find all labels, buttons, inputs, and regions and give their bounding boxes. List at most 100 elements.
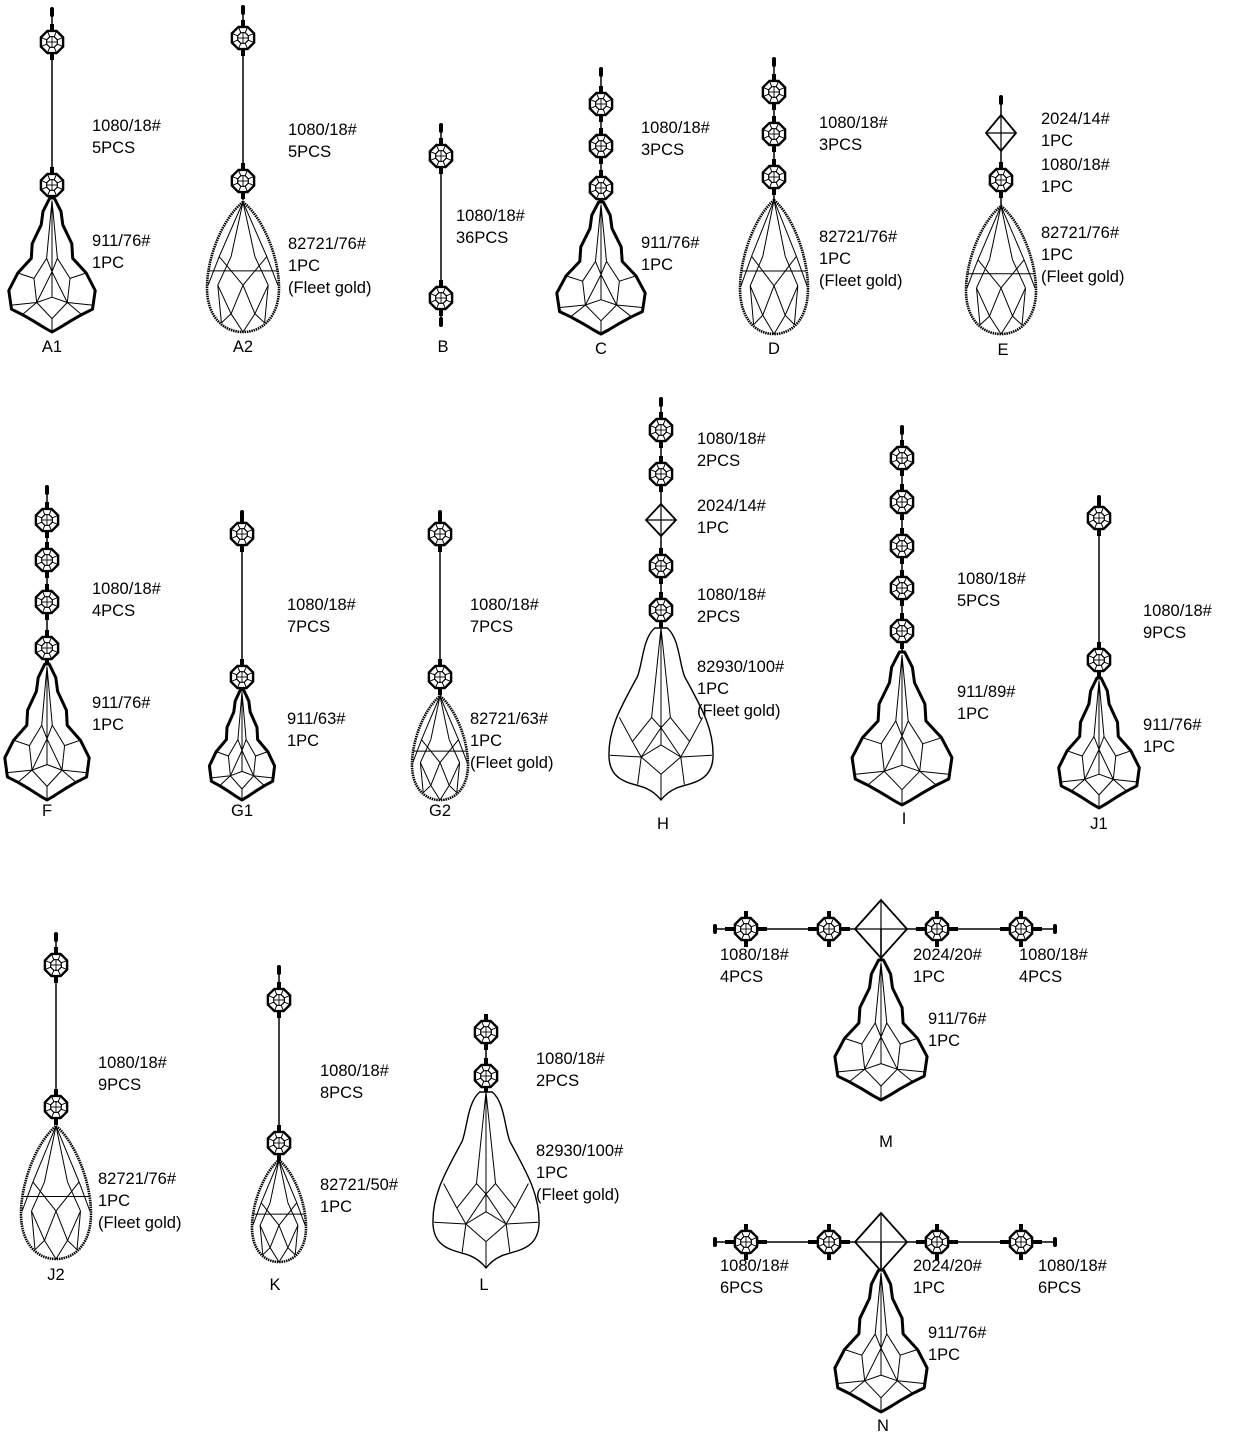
label-l-pendant: 82930/100#1PC(Fleet gold) <box>536 1140 623 1206</box>
pendant-strand <box>428 123 454 327</box>
label-g2-chain-line: 1080/18# <box>470 596 539 614</box>
label-f-pendant: 911/76#1PC <box>92 692 150 736</box>
label-a2-pendant-line: 82721/76# <box>288 235 366 253</box>
label-a1-chain: 1080/18#5PCS <box>92 115 161 159</box>
label-d-chain-line: 1080/18# <box>819 114 888 132</box>
label-h-chain-top-line: 2PCS <box>697 452 741 470</box>
label-k-pendant-line: 1PC <box>320 1198 353 1216</box>
octagon-bead-1080 <box>473 1014 499 1050</box>
octagon-bead-1080 <box>266 1125 292 1161</box>
label-c-chain: 1080/18#3PCS <box>641 117 710 161</box>
pendant-911 <box>7 196 97 334</box>
octagon-bead-1080 <box>889 613 915 649</box>
label-f-chain-line: 1080/18# <box>92 580 161 598</box>
label-j1-pendant-line: 1PC <box>1143 738 1176 756</box>
pendant-strand-horizontal <box>713 1211 1057 1414</box>
pendant-strand <box>608 397 714 802</box>
label-g1-pendant: 911/63# 1PC <box>287 708 345 752</box>
octagon-bead-1080 <box>648 412 674 448</box>
pendant-caption: L <box>479 1276 489 1294</box>
label-d-pendant-line: 1PC <box>819 250 852 268</box>
pendant-caption: K <box>269 1276 281 1294</box>
pendant-caption: G1 <box>230 802 253 820</box>
label-n-chain-left-line: 1080/18# <box>720 1257 789 1275</box>
label-h-diamond-line: 2024/14# <box>697 497 766 515</box>
label-a2-pendant: 82721/76#1PC(Fleet gold) <box>288 233 371 299</box>
label-n-pendant-line: 1PC <box>928 1346 961 1364</box>
octagon-bead-1080 <box>889 528 915 564</box>
label-l-chain-line: 2PCS <box>536 1072 580 1090</box>
label-e-chain: 1080/18# 1PC <box>1041 154 1110 198</box>
octagon-bead-1080 <box>761 74 787 110</box>
octagon-bead-1080 <box>34 630 60 666</box>
label-n-pendant-line: 911/76# <box>928 1324 987 1342</box>
pendant-82721 <box>410 694 470 802</box>
label-k-chain-line: 8PCS <box>320 1084 364 1102</box>
label-b-chain-line: 36PCS <box>456 229 509 247</box>
diamond-bead-2024 <box>644 502 678 538</box>
pendant-strand <box>250 965 308 1264</box>
octagon-bead-1080 <box>816 1224 842 1260</box>
label-g1-pendant-line: 1PC <box>287 732 320 750</box>
octagon-bead-1080 <box>889 570 915 606</box>
label-l-chain: 1080/18#2PCS <box>536 1048 605 1092</box>
label-e-pendant-line: 82721/76# <box>1041 224 1119 242</box>
octagon-bead-1080 <box>761 116 787 152</box>
label-b-chain-line: 1080/18# <box>456 207 525 225</box>
label-m-pendant-line: 1PC <box>928 1032 961 1050</box>
octagon-bead-1080 <box>588 128 614 164</box>
label-l-pendant-line: (Fleet gold) <box>536 1186 620 1204</box>
octagon-bead-1080 <box>39 24 65 60</box>
pendant-strand-horizontal <box>713 898 1057 1102</box>
pendant-strand <box>555 67 647 336</box>
label-l-pendant-line: 82930/100# <box>536 1142 624 1160</box>
label-d-pendant-line: (Fleet gold) <box>819 272 903 290</box>
label-i-chain-line: 5PCS <box>957 592 1001 610</box>
label-g2-chain-line: 7PCS <box>470 618 514 636</box>
octagon-bead-1080 <box>648 592 674 628</box>
label-f-pendant-line: 1PC <box>92 716 125 734</box>
octagon-bead-1080 <box>428 280 454 316</box>
label-n-chain-right: 1080/18# 6PCS <box>1038 1255 1107 1299</box>
label-a2-chain-line: 1080/18# <box>288 121 357 139</box>
label-j1-chain-line: 9PCS <box>1143 624 1187 642</box>
label-g2-chain: 1080/18# 7PCS <box>470 594 539 638</box>
label-a1-pendant-line: 1PC <box>92 254 125 272</box>
pendant-caption: J2 <box>47 1266 65 1284</box>
label-n-chain-right-line: 1080/18# <box>1038 1257 1107 1275</box>
label-e-chain-line: 1080/18# <box>1041 156 1110 174</box>
pendant-strand <box>850 425 954 807</box>
label-d-chain-line: 3PCS <box>819 136 863 154</box>
label-c-pendant-line: 911/76# <box>641 234 700 252</box>
label-e-diamond-line: 1PC <box>1041 132 1074 150</box>
label-e-chain-line: 1PC <box>1041 178 1074 196</box>
pendant-strand <box>738 57 810 336</box>
pendant-caption: J1 <box>1090 815 1108 833</box>
label-h-pendant-line: (Fleet gold) <box>697 702 781 720</box>
pendant-strand <box>7 7 97 334</box>
octagon-bead-1080 <box>988 162 1014 198</box>
label-g1-pendant-line: 911/63# <box>287 710 346 728</box>
octagon-bead-1080 <box>648 548 674 584</box>
octagon-bead-1080 <box>34 502 60 538</box>
label-n-chain-left: 1080/18#6PCS <box>720 1255 789 1299</box>
pendant-911 <box>1057 676 1141 810</box>
label-a2-chain: 1080/18#5PCS <box>288 119 357 163</box>
label-n-chain-right-line: 6PCS <box>1038 1279 1082 1297</box>
label-j2-pendant-line: 82721/76# <box>98 1170 176 1188</box>
pendant-caption: I <box>901 810 907 828</box>
octagon-bead-1080 <box>924 911 950 947</box>
pendant-82930 <box>432 1091 540 1270</box>
octagon-bead-1080 <box>229 516 255 552</box>
label-d-pendant: 82721/76# 1PC (Fleet gold) <box>819 226 902 292</box>
label-e-pendant-line: (Fleet gold) <box>1041 268 1125 286</box>
label-d-pendant-line: 82721/76# <box>819 228 897 246</box>
label-c-chain-line: 1080/18# <box>641 119 710 137</box>
label-m-chain-left: 1080/18#4PCS <box>720 944 789 988</box>
pendant-strand <box>207 510 277 802</box>
pendant-caption: D <box>768 340 780 358</box>
pendant-caption: N <box>877 1417 889 1435</box>
pendant-911 <box>833 1268 929 1414</box>
label-k-chain-line: 1080/18# <box>320 1062 389 1080</box>
